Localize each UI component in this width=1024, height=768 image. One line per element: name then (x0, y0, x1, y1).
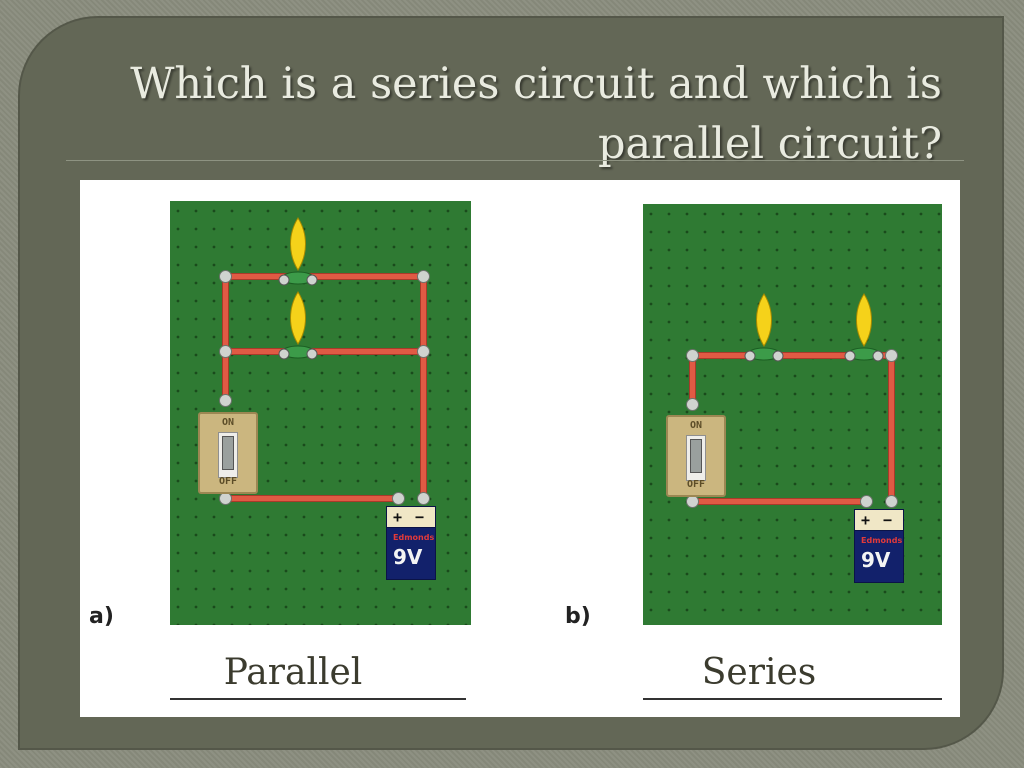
wire-a-bottom (226, 495, 400, 502)
battery-plus: + (861, 511, 871, 529)
battery-terminals: + − (855, 510, 903, 531)
wire-b-right (888, 354, 895, 502)
switch-on-label: ON (689, 420, 703, 431)
battery-voltage: 9V (861, 548, 891, 572)
battery-brand: Edmonds (393, 533, 435, 542)
node (417, 270, 430, 283)
node (860, 495, 873, 508)
wire-a-middle (226, 348, 424, 355)
battery-b: + − Edmonds 9V (854, 509, 904, 583)
wire-a-right (420, 275, 427, 499)
switch-toggle (222, 436, 234, 470)
battery-voltage: 9V (393, 545, 423, 569)
bulb-a-top (278, 217, 318, 286)
wire-b-bottom (693, 498, 867, 505)
battery-minus: − (415, 508, 425, 526)
battery-brand: Edmonds (861, 536, 903, 545)
title-divider (66, 160, 964, 161)
answer-a: Parallel (223, 652, 363, 693)
battery-a: + − Edmonds 9V (386, 506, 436, 580)
bulb-a-bottom (278, 291, 318, 360)
breadboard-b (643, 204, 942, 625)
wire-a-top (226, 273, 424, 280)
node (219, 345, 232, 358)
answer-b: Series (701, 652, 817, 693)
switch-b: ON OFF (666, 415, 726, 497)
node (219, 394, 232, 407)
node (686, 398, 699, 411)
bulb-b-right (844, 293, 884, 362)
answer-b-underline (643, 698, 942, 700)
node (219, 270, 232, 283)
title-line-2: parallel circuit? (598, 119, 942, 169)
switch-toggle (690, 439, 702, 473)
slide-title: Which is a series circuit and which is p… (62, 54, 942, 174)
node (885, 495, 898, 508)
circuit-image-panel: ON OFF + − Edmonds 9V a) Parallel (80, 180, 960, 717)
switch-off-label: OFF (686, 479, 706, 490)
battery-minus: − (883, 511, 893, 529)
switch-off-label: OFF (218, 476, 238, 487)
title-line-1: Which is a series circuit and which is (130, 59, 942, 109)
switch-on-label: ON (221, 417, 235, 428)
switch-a: ON OFF (198, 412, 258, 494)
wire-a-left-upper (222, 275, 229, 353)
answer-a-underline (170, 698, 466, 700)
battery-plus: + (393, 508, 403, 526)
bulb-b-left (744, 293, 784, 362)
node (417, 492, 430, 505)
battery-terminals: + − (387, 507, 435, 528)
circuit-a-tag: a) (89, 604, 114, 629)
node (686, 349, 699, 362)
node (392, 492, 405, 505)
node (417, 345, 430, 358)
circuit-b-tag: b) (565, 604, 591, 629)
node (885, 349, 898, 362)
